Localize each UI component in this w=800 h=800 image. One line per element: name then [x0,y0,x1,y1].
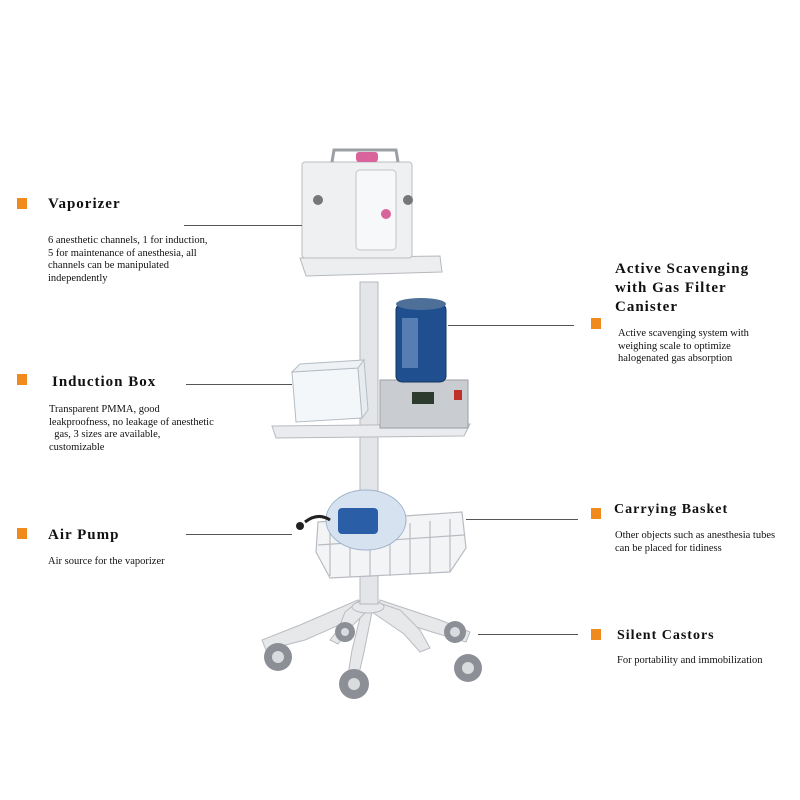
castors-bullet [591,629,601,640]
scavenging-unit-graphic [379,298,469,429]
description-line: Transparent PMMA, good [49,404,160,415]
description-line: channels can be manipulated [48,260,169,271]
air-pump-leader-line [186,534,292,535]
description-line: Other objects such as anesthesia tubes [615,530,776,541]
castors-title: Silent Castors [617,628,715,643]
title-line: with Gas Filter [615,280,727,296]
basket-description: Other objects such as anesthesia tubes c… [615,530,795,555]
vaporizer-graphic [301,148,413,259]
description-line: customizable [49,441,105,453]
air-pump-description: Air source for the vaporizer [48,556,248,569]
title-line: Active Scavenging [615,261,750,277]
scavenging-leader-line [448,325,574,326]
air-pump-title: Air Pump [48,527,120,543]
vaporizer-leader-line [184,225,302,226]
castors-description: For portability and immobilization [617,655,795,668]
vaporizer-description: 6 anesthetic channels, 1 for induction, … [48,235,248,285]
description-line: weighing scale to optimize [618,340,731,352]
induction-box-bullet [17,374,27,385]
scavenging-bullet [591,318,601,329]
scavenging-title: Active Scavenging with Gas Filter Canist… [615,260,749,317]
title-line: Canister [615,299,678,315]
castor-wheels [264,621,482,699]
basket-leader-line [466,519,578,520]
description-line: leakproofness, no leakage of anesthetic [49,416,214,428]
top-shelf [299,255,443,277]
description-line: independently [48,272,108,284]
description-line: 6 anesthetic channels, 1 for induction, [48,235,208,246]
vaporizer-title: Vaporizer [48,196,121,212]
induction-box-graphic [290,358,369,423]
trolley-base [261,599,471,679]
induction-box-description: Transparent PMMA, good leakproofness, no… [49,404,259,454]
induction-box-leader-line [186,384,292,385]
description-line: can be placed for tidiness [615,542,722,554]
air-pump-graphic [296,489,407,551]
description-line: Air source for the vaporizer [48,556,165,567]
induction-box-title: Induction Box [52,374,157,390]
vaporizer-bullet [17,198,27,209]
basket-bullet [591,508,601,519]
description-line: halogenated gas absorption [618,353,733,364]
scavenging-description: Active scavenging system with weighing s… [618,328,793,366]
description-line: 5 for maintenance of anesthesia, all [48,247,197,259]
castors-leader-line [478,634,578,635]
air-pump-bullet [17,528,27,539]
description-line: Active scavenging system with [618,328,749,339]
description-line: For portability and immobilization [617,655,763,666]
description-line: gas, 3 sizes are available, [49,429,161,440]
basket-title: Carrying Basket [614,502,729,517]
